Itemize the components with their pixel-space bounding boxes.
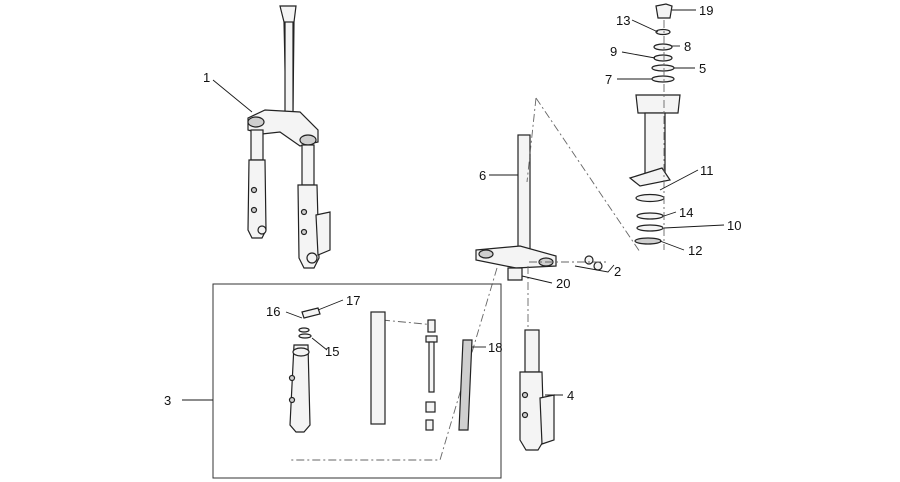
callout-13: 13 [616,13,630,28]
callout-11: 11 [700,163,714,178]
callout-10: 10 [727,218,741,233]
callout-15: 15 [325,344,339,359]
callout-18: 18 [488,340,502,355]
sub-assembly-frame [212,283,502,479]
callout-16: 16 [266,304,280,319]
callout-20: 20 [556,276,570,291]
callout-3: 3 [164,393,171,408]
fork-assembly [247,5,331,269]
fork-leg-4 [519,329,555,451]
callout-14: 14 [679,205,693,220]
fork-leg-parts [288,307,473,433]
callout-12: 12 [688,243,702,258]
lower-stem [475,134,603,281]
alignment-lines [290,20,665,461]
callouts: 1 2 3 4 5 6 7 8 9 10 11 12 13 14 15 16 1… [164,3,741,408]
callout-19: 19 [699,3,713,18]
callout-6: 6 [479,168,486,183]
leader-lines [182,9,725,401]
callout-5: 5 [699,61,706,76]
callout-8: 8 [684,39,691,54]
callout-4: 4 [567,388,574,403]
callout-2: 2 [614,264,621,279]
stem-stack [628,3,681,245]
callout-1: 1 [203,70,210,85]
callout-17: 17 [346,293,360,308]
callout-9: 9 [610,44,617,59]
callout-7: 7 [605,72,612,87]
